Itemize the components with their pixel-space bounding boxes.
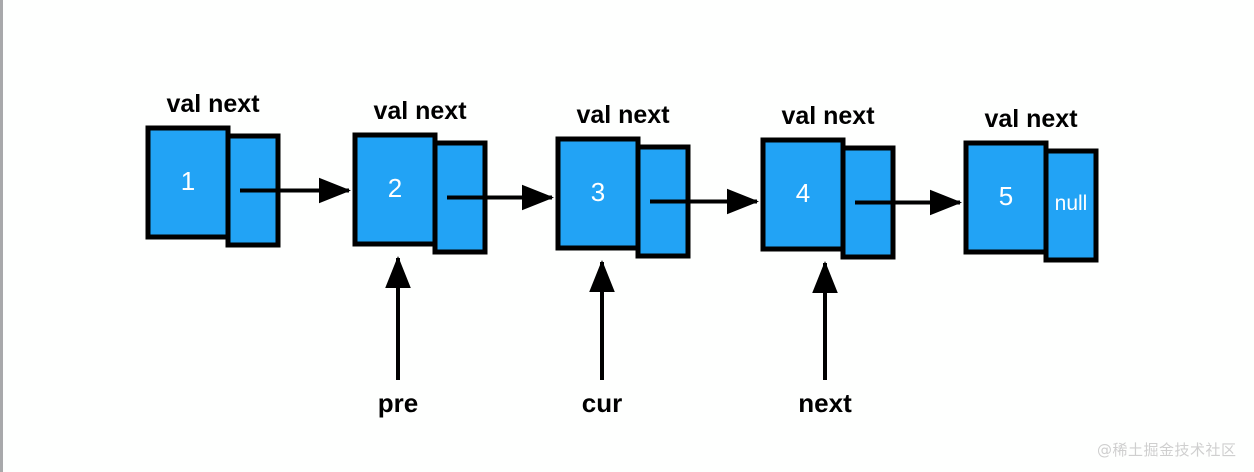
node-header-4: val next (781, 102, 875, 130)
node-value-5: 5 (998, 180, 1014, 211)
node-header-5: val next (984, 105, 1078, 133)
node-header-1: val next (166, 90, 260, 118)
node-val-box-5 (963, 140, 1049, 255)
node-value-4: 4 (795, 177, 811, 208)
pointer-label-cur: cur (581, 388, 623, 418)
node-header-2: val next (373, 97, 467, 125)
pointer-label-pre: pre (377, 388, 419, 418)
node-value-1: 1 (180, 165, 196, 196)
node-value-3: 3 (590, 176, 606, 207)
node-next-box-5 (1043, 148, 1099, 263)
node-val-box-1 (145, 125, 231, 240)
pointer-label-next: next (798, 388, 852, 418)
left-border-rule (0, 0, 3, 472)
node-header-3: val next (576, 101, 670, 129)
node-value-2: 2 (387, 172, 403, 203)
node-next-value-5: null (1054, 191, 1088, 215)
node-val-box-4 (760, 137, 846, 252)
watermark: @稀土掘金技术社区 (1097, 441, 1237, 459)
